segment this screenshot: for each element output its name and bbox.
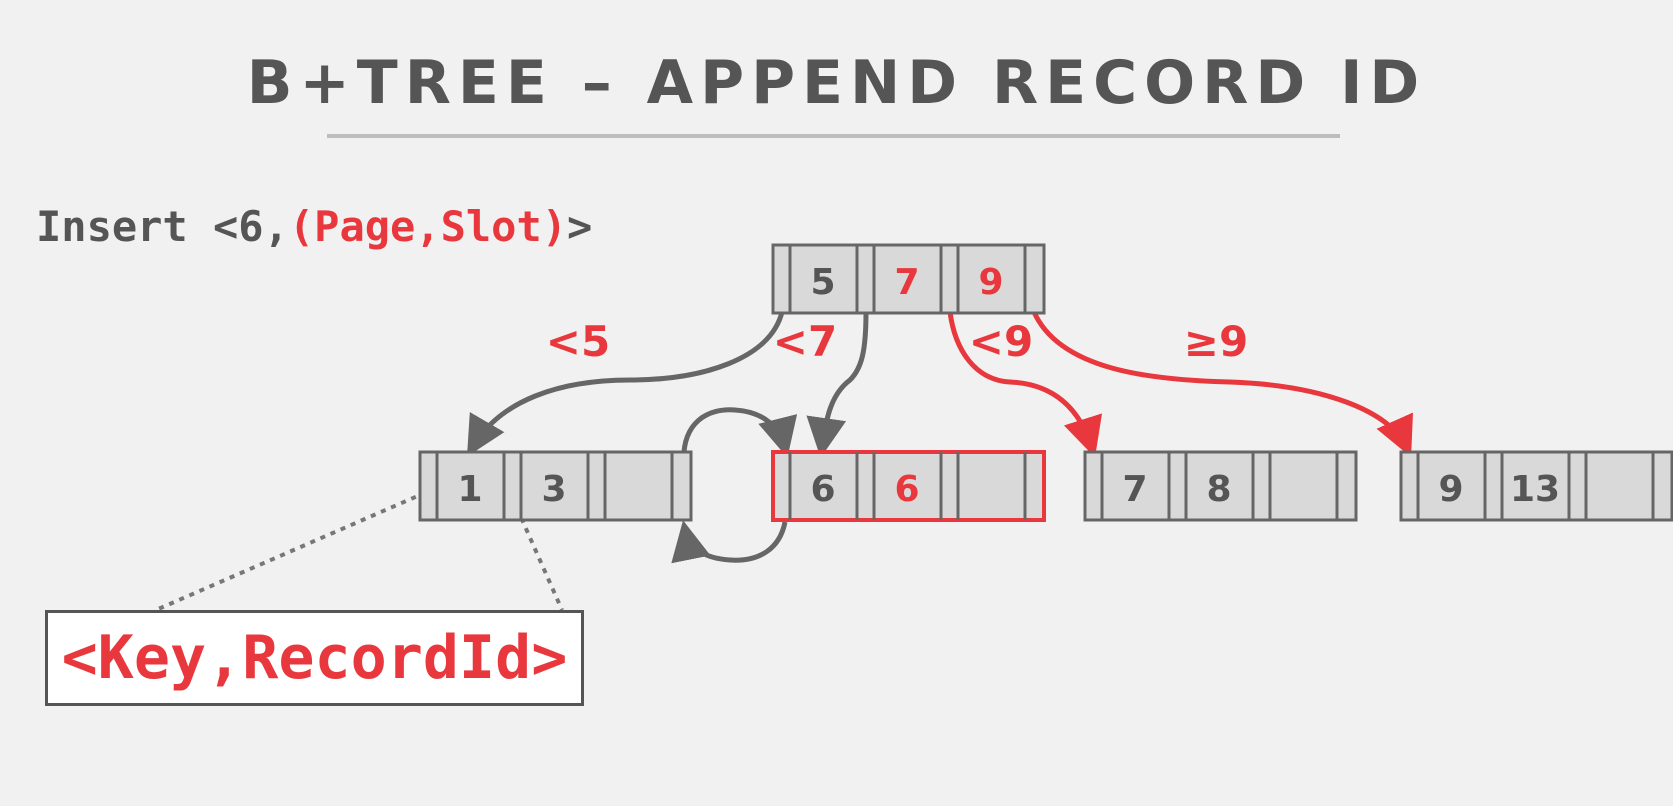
leaf-node-2-frame <box>1083 450 1358 522</box>
edge-label-lt5: <5 <box>546 317 610 366</box>
leaf-node-1-frame <box>771 450 1046 522</box>
leaf-node-0-frame <box>418 450 693 522</box>
root-key-0: 5 <box>810 262 835 303</box>
sibling-pointers <box>671 407 798 564</box>
leaf-1-key-1: 6 <box>894 469 919 510</box>
callout-connector-key <box>155 486 437 612</box>
leaf-node-0: 1 3 <box>418 450 693 522</box>
root-key-1: 7 <box>894 262 919 303</box>
root-node: 5 7 9 <box>771 243 1046 315</box>
insert-prefix: Insert <6, <box>36 202 289 251</box>
tree-edges <box>466 310 1413 458</box>
edge-labels: <5 <7 <9 ≥9 <box>546 317 1248 366</box>
title-underline <box>327 134 1340 138</box>
edge-less-than-9 <box>947 311 1103 458</box>
root-node-frame <box>771 243 1046 315</box>
leaf-3-key-1: 13 <box>1510 469 1560 510</box>
insert-highlight: (Page,Slot) <box>288 202 568 251</box>
edge-label-ge9: ≥9 <box>1184 317 1248 366</box>
insert-suffix: > <box>567 202 593 251</box>
edge-label-lt9: <9 <box>969 317 1033 366</box>
root-key-2: 9 <box>978 262 1003 303</box>
key-recordid-callout: <Key,RecordId> <box>45 610 584 706</box>
sibling-pointer-forward <box>681 407 798 469</box>
leaf-2-key-1: 8 <box>1206 469 1231 510</box>
edge-less-than-5 <box>466 311 785 457</box>
edge-label-lt7: <7 <box>773 317 837 366</box>
edge-less-than-7 <box>806 311 869 458</box>
leaf-0-key-1: 3 <box>541 469 566 510</box>
leaf-node-1: 6 6 <box>771 450 1046 522</box>
leaf-node-2: 7 8 <box>1083 450 1358 522</box>
callout-text: <Key,RecordId> <box>61 623 568 693</box>
leaf-0-key-0: 1 <box>457 469 482 510</box>
insert-statement: Insert <6,(Page,Slot)> <box>36 202 592 251</box>
sibling-pointer-backward <box>671 520 788 564</box>
leaf-node-3-frame <box>1399 450 1673 522</box>
leaf-1-key-0: 6 <box>810 469 835 510</box>
leaf-node-3: 9 13 <box>1399 450 1673 522</box>
leaf-3-key-0: 9 <box>1438 469 1463 510</box>
leaf-2-key-0: 7 <box>1122 469 1147 510</box>
edge-greater-equal-9 <box>1031 310 1413 458</box>
slide-title: B+TREE – APPEND RECORD ID <box>246 48 1427 118</box>
